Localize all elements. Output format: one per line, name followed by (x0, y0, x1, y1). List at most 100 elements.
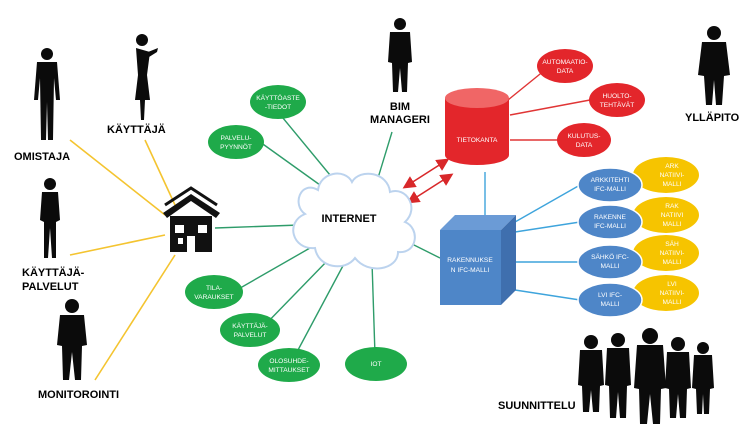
yllapito-person-icon (698, 26, 730, 105)
model-box-line2: N IFC-MALLI (451, 267, 490, 274)
green-node-tilavaraukset-line1: TILA- (206, 285, 222, 292)
link-omistaja (69, 139, 166, 216)
yellow-node-rak-line3: MALLI (662, 221, 681, 228)
blue-node-ark: ARKKITEHTI IFC-MALLI (577, 167, 643, 203)
red-node-kulutus-line2: DATA (576, 142, 593, 149)
link-kayttoaste (277, 111, 331, 176)
yellow-node-ark: ARK NATIIVI- MALLI (633, 157, 699, 193)
label-yllapito: YLLÄPITO (685, 111, 740, 124)
green-node-olosuhde-line1: OLOSUHDE- (269, 358, 308, 365)
link-huolto (509, 99, 591, 116)
blue-node-rak: RAKENNE IFC-MALLI (577, 204, 643, 240)
link-kayttajapalvelut (69, 234, 166, 256)
blue-node-sah: SÄHKÖ IFC- MALLI (577, 244, 643, 280)
link-monitorointi (94, 254, 176, 381)
kayttaja-person-icon (135, 34, 158, 120)
blue-node-ark-line1: ARKKITEHTI (591, 177, 630, 184)
yellow-node-sah-line3: MALLI (662, 259, 681, 266)
blue-node-sah-line1: SÄHKÖ IFC- (591, 253, 629, 261)
blue-node-lvi-line1: LVI IFC- (598, 292, 622, 299)
green-node-kayttoaste-line2: -TIEDOT (265, 104, 291, 111)
label-kayttaja: KÄYTTÄJÄ (107, 123, 166, 136)
red-node-kulutus-line1: KULUTUS- (568, 133, 601, 140)
database-cylinder: TIETOKANTA (445, 88, 509, 165)
link-automaatio (507, 69, 546, 101)
green-node-olosuhde-line2: MITTAUKSET (268, 367, 309, 374)
yellow-node-ark-line3: MALLI (662, 181, 681, 188)
yellow-node-rak-line1: RAK (665, 203, 679, 210)
link-model-rak (514, 221, 581, 233)
green-node-kayttajapalvelut-line1: KÄYTTÄJÄ- (232, 322, 268, 330)
house-icon (163, 186, 220, 252)
link-bim (377, 131, 393, 179)
green-node-palvelupyynnot-line1: PALVELU- (221, 135, 252, 142)
blue-node-rak-line1: RAKENNE (594, 214, 626, 221)
label-kayttajapalvelut-line2: PALVELUT (22, 281, 79, 293)
link-model-lvi (514, 289, 581, 301)
yellow-node-sah: SÄH NATIIVI- MALLI (633, 235, 699, 271)
red-node-huolto: HUOLTO- TEHTÄVÄT (589, 83, 645, 117)
yellow-node-rak-line2: NATIIVI (661, 212, 684, 219)
arrow-internet-db-1 (402, 158, 450, 189)
kayttajapalvelut-person-icon (40, 178, 60, 258)
blue-node-sah-line2: MALLI (600, 263, 619, 270)
green-node-tilavaraukset-line2: VARAUKSET (194, 294, 233, 301)
label-bim-line2: MANAGERI (370, 114, 430, 126)
blue-links (484, 172, 581, 301)
link-palvelupyynnot (259, 141, 321, 186)
green-node-olosuhde: OLOSUHDE- MITTAUKSET (258, 348, 320, 382)
link-house-internet (214, 224, 301, 229)
model-box: RAKENNUKSE N IFC-MALLI (440, 215, 516, 305)
green-node-tilavaraukset: TILA- VARAUKSET (185, 275, 243, 309)
people-links (69, 139, 176, 381)
internet-cloud: INTERNET (292, 172, 416, 270)
green-node-kayttoaste: KÄYTTÖASTE -TIEDOT (250, 85, 306, 119)
green-node-kayttajapalvelut: KÄYTTÄJÄ- PALVELUT (220, 313, 280, 347)
label-omistaja: OMISTAJA (14, 151, 70, 163)
green-node-iot-label: IOT (371, 361, 382, 368)
label-bim-line1: BIM (390, 101, 410, 113)
green-node-palvelupyynnot-line2: PYYNNÖT (220, 143, 252, 151)
yellow-node-rak: RAK NATIIVI MALLI (633, 197, 699, 233)
green-node-kayttajapalvelut-line2: PALVELUT (234, 332, 267, 339)
yellow-node-sah-line2: NATIIVI- (660, 250, 685, 257)
red-node-automaatio-line2: DATA (557, 68, 574, 75)
link-kayttajapalvelut (259, 257, 331, 331)
blue-node-rak-line2: IFC-MALLI (594, 223, 626, 230)
yellow-node-lvi: LVI NATIIVI- MALLI (633, 275, 699, 311)
yellow-node-ark-line2: NATIIVI- (660, 172, 685, 179)
red-node-kulutus: KULUTUS- DATA (557, 123, 611, 157)
omistaja-person-icon (34, 48, 60, 140)
database-label: TIETOKANTA (457, 137, 498, 144)
green-node-kayttoaste-line1: KÄYTTÖASTE (256, 94, 300, 102)
red-links (507, 69, 591, 141)
blue-node-lvi: LVI IFC- MALLI (577, 282, 643, 318)
internet-label: INTERNET (322, 213, 377, 225)
blue-node-ark-line2: IFC-MALLI (594, 186, 626, 193)
yellow-node-lvi-line3: MALLI (662, 299, 681, 306)
red-node-huolto-line2: TEHTÄVÄT (600, 101, 634, 109)
db-arrows (402, 158, 454, 204)
label-monitorointi: MONITOROINTI (38, 389, 119, 401)
label-kayttajapalvelut-line1: KÄYTTÄJÄ- (22, 266, 85, 279)
arrow-internet-db-2 (406, 173, 454, 204)
green-links (214, 111, 441, 366)
link-olosuhde (289, 261, 346, 366)
yellow-node-lvi-line1: LVI (667, 281, 677, 288)
green-node-iot: IOT (345, 347, 407, 381)
bim-manageri-person-icon (388, 18, 412, 92)
link-model-ark (514, 184, 581, 223)
suunnittelu-group-icon (578, 328, 714, 424)
red-node-automaatio-line1: AUTOMAATIO- (542, 59, 587, 66)
red-node-automaatio: AUTOMAATIO- DATA (537, 49, 593, 83)
green-node-palvelupyynnot: PALVELU- PYYNNÖT (208, 125, 264, 159)
link-iot (371, 261, 376, 356)
yellow-node-sah-line1: SÄH (665, 240, 679, 248)
red-node-huolto-line1: HUOLTO- (602, 93, 631, 100)
blue-node-lvi-line2: MALLI (600, 301, 619, 308)
yellow-node-ark-line1: ARK (665, 163, 679, 170)
link-kayttaja (144, 139, 176, 206)
label-suunnittelu: SUUNNITTELU (498, 400, 576, 412)
